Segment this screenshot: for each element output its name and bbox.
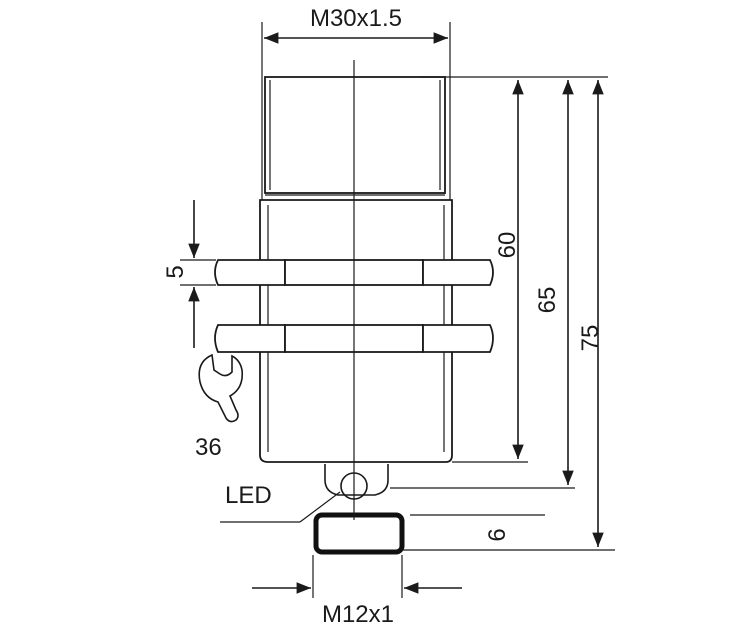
label-led: LED xyxy=(225,482,272,509)
m12-connector xyxy=(313,512,405,555)
label-length-75: 75 xyxy=(577,325,604,352)
connector-neck xyxy=(324,464,389,500)
led-callout: LED xyxy=(220,482,341,523)
label-wrench-size: 36 xyxy=(195,434,222,461)
label-length-60: 60 xyxy=(494,232,521,259)
dim-thread-top: M30x1.5 xyxy=(261,5,451,200)
upper-thread-section xyxy=(264,76,446,194)
wrench-icon xyxy=(198,353,244,423)
dim-lengths: 60 65 75 6 xyxy=(390,76,615,551)
label-thread-bottom: M12x1 xyxy=(322,601,394,628)
label-length-6: 6 xyxy=(484,528,511,541)
dim-nut-thickness: 5 xyxy=(162,200,216,348)
label-length-65: 65 xyxy=(534,287,561,314)
dim-thread-bottom: M12x1 xyxy=(252,555,462,628)
label-thread-top: M30x1.5 xyxy=(310,5,402,32)
label-nut-thickness: 5 xyxy=(162,265,189,278)
